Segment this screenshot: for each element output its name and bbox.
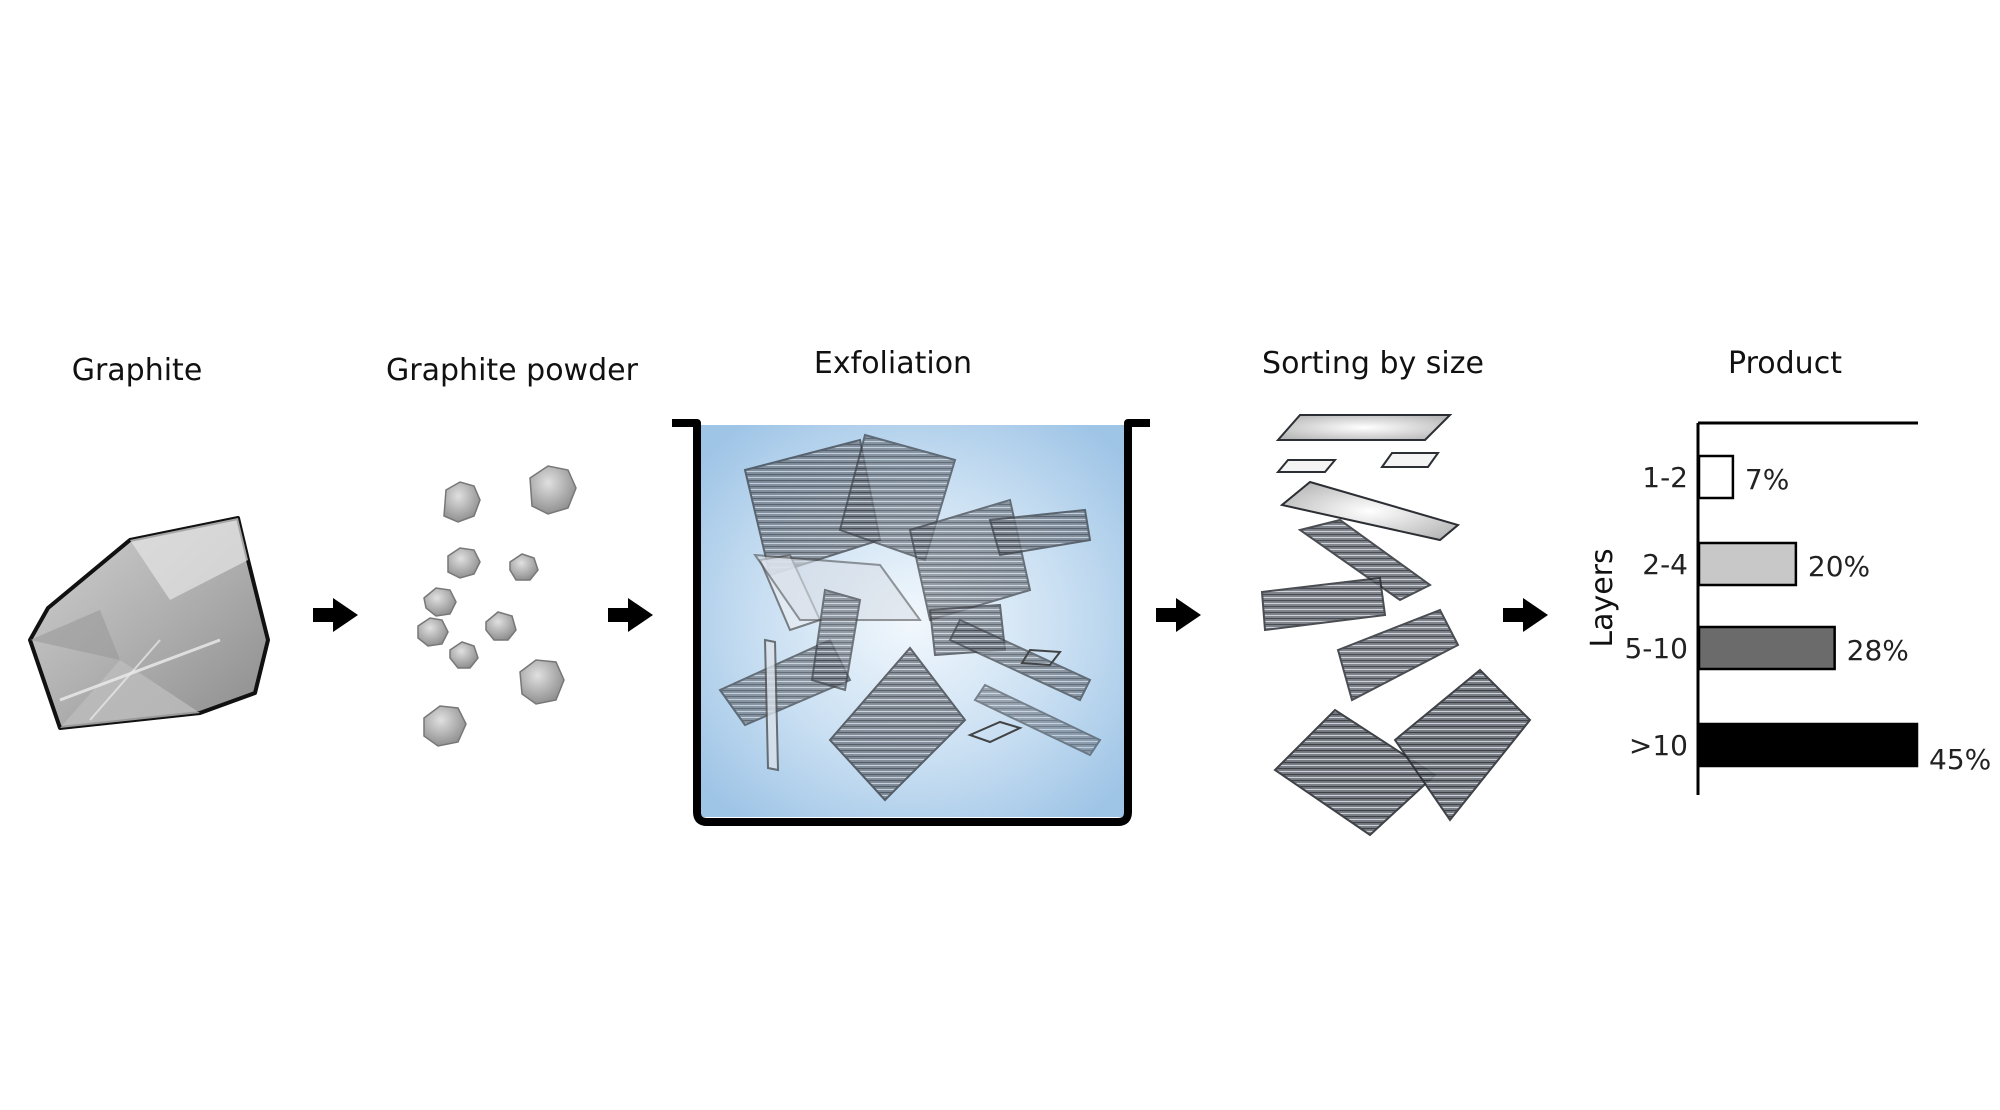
product-bar-chart: Layers 1-2 7% 2-4 20% 5-10 28% >10 45%: [1585, 421, 1991, 795]
arrow-1-icon: [313, 598, 358, 632]
value-label-3: 28%: [1847, 634, 1909, 667]
step-label-graphite-powder: Graphite powder: [386, 353, 639, 388]
value-label-2: 20%: [1808, 550, 1870, 583]
exfoliation-vessel: [672, 419, 1150, 826]
step-label-graphite: Graphite: [72, 353, 203, 388]
graphite-rock: [28, 516, 270, 730]
bar-4: [1697, 722, 1919, 768]
bar-2: [1697, 541, 1798, 587]
value-label-1: 7%: [1745, 463, 1789, 496]
arrow-4-icon: [1503, 598, 1548, 632]
step-label-sorting: Sorting by size: [1262, 346, 1484, 381]
chart-y-axis-label: Layers: [1585, 548, 1620, 647]
category-label-1: 1-2: [1642, 461, 1688, 494]
step-label-product: Product: [1728, 346, 1842, 381]
value-label-4: 45%: [1929, 743, 1991, 776]
sorted-flakes: [1260, 414, 1532, 837]
category-label-3: 5-10: [1624, 632, 1688, 665]
graphite-powder-particles: [417, 465, 577, 747]
category-label-2: 2-4: [1642, 548, 1688, 581]
arrow-2-icon: [608, 598, 653, 632]
arrow-3-icon: [1156, 598, 1201, 632]
bar-3: [1697, 625, 1836, 671]
step-label-exfoliation: Exfoliation: [814, 346, 972, 381]
bar-1: [1697, 454, 1735, 500]
category-label-4: >10: [1629, 729, 1688, 762]
